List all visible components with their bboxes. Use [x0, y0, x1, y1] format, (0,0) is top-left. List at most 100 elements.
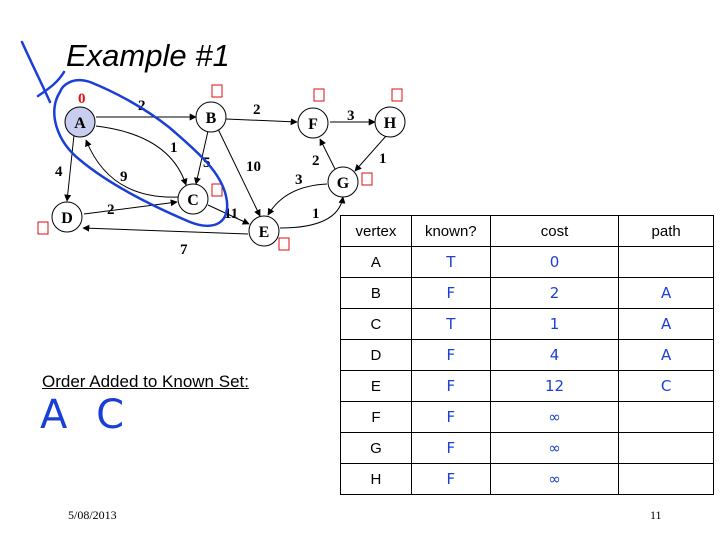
edge-a-d [64, 134, 75, 202]
edge-a-c [95, 125, 188, 186]
cost-cell: 1 [489, 308, 620, 340]
edge-weight: 3 [347, 108, 355, 124]
node-f: F [297, 107, 329, 139]
edge-g-f [319, 138, 337, 172]
placeholder-box-icon [211, 84, 223, 98]
known-cell: F [410, 277, 491, 309]
svg-text:F: F [308, 116, 318, 133]
placeholder-box-icon [211, 183, 223, 197]
placeholder-box-icon [361, 172, 373, 186]
path-cell: A [618, 277, 714, 309]
edge-e-g [279, 196, 346, 229]
vertex-cell: F [340, 401, 412, 433]
table-row: G F ∞ [340, 432, 714, 464]
table-row: E F 12 C [340, 370, 714, 402]
known-cell: F [410, 401, 491, 433]
cost-cell: 12 [489, 370, 620, 402]
edge-g-e [267, 183, 328, 216]
node-d: D [51, 201, 83, 233]
cost-cell: ∞ [489, 463, 620, 495]
path-cell [618, 432, 714, 464]
path-cell: C [618, 370, 714, 402]
node-c: C [177, 183, 209, 215]
path-cell [618, 463, 714, 495]
node-g: G [327, 166, 359, 198]
table-row: D F 4 A [340, 339, 714, 371]
dijkstra-table: vertex known? cost path A T 0 B F 2 A C … [340, 215, 714, 495]
order-handwritten: A C [40, 392, 133, 438]
table-row: A T 0 [340, 246, 714, 278]
placeholder-box-icon [391, 88, 403, 102]
path-cell: A [618, 339, 714, 371]
edge-e-d [82, 224, 249, 235]
edge-b-e [217, 128, 261, 217]
vertex-cell: E [340, 370, 412, 402]
node-h: H [374, 106, 406, 138]
vertex-cell: D [340, 339, 412, 371]
vertex-cell: H [340, 463, 412, 495]
edge-h-g [354, 135, 387, 172]
cost-cell: 4 [489, 339, 620, 371]
table-header: cost [489, 215, 620, 247]
known-cell: F [410, 370, 491, 402]
edge-c-e [207, 204, 250, 225]
known-cell: F [410, 339, 491, 371]
table-row: F F ∞ [340, 401, 714, 433]
svg-text:B: B [206, 110, 217, 127]
known-cell: F [410, 432, 491, 464]
svg-text:G: G [337, 175, 350, 192]
svg-text:H: H [384, 115, 397, 132]
table-header: known? [410, 215, 491, 247]
svg-text:D: D [61, 210, 73, 227]
edge-c-a [85, 139, 180, 198]
table-header-row: vertex known? cost path [340, 215, 714, 247]
start-cost-label: 0 [78, 91, 86, 107]
path-cell: A [618, 308, 714, 340]
handwritten-check-mark [20, 40, 66, 104]
edge-weight: 1 [170, 140, 178, 156]
cost-cell: 0 [489, 246, 620, 278]
edge-weight: 2 [107, 202, 115, 218]
svg-text:E: E [259, 224, 270, 241]
svg-text:C: C [187, 192, 199, 209]
known-cell: T [410, 246, 491, 278]
edge-weight: 1 [312, 206, 320, 222]
cost-cell: ∞ [489, 401, 620, 433]
edge-weight: 1 [379, 151, 387, 167]
known-cell: F [410, 463, 491, 495]
placeholder-box-icon [37, 221, 49, 235]
table-row: H F ∞ [340, 463, 714, 495]
placeholder-box-icon [278, 237, 290, 251]
path-cell [618, 401, 714, 433]
page-number: 11 [650, 508, 662, 522]
edge-weight: 7 [180, 242, 188, 258]
edge-weight: 10 [246, 159, 261, 175]
edge-weight: 2 [312, 153, 320, 169]
edge-d-c [83, 199, 178, 215]
table-row: B F 2 A [340, 277, 714, 309]
path-cell [618, 246, 714, 278]
handwritten-loop [53, 78, 229, 227]
edge-weight: 4 [55, 164, 63, 180]
edge-weight: 9 [120, 169, 128, 185]
table-header: vertex [340, 215, 412, 247]
known-cell: T [410, 308, 491, 340]
order-added-label: Order Added to Known Set: [42, 372, 249, 391]
edge-weight: 2 [253, 102, 261, 118]
vertex-cell: G [340, 432, 412, 464]
edge-b-f [225, 118, 298, 126]
node-a: A [64, 106, 96, 138]
placeholder-box-icon [313, 88, 325, 102]
node-e: E [248, 215, 280, 247]
edge-weight: 2 [138, 98, 146, 114]
table-header: path [618, 215, 714, 247]
slide-title: Example #1 [66, 38, 230, 73]
table-row: C T 1 A [340, 308, 714, 340]
cost-cell: 2 [489, 277, 620, 309]
vertex-cell: B [340, 277, 412, 309]
edge-weight: 3 [295, 172, 303, 188]
cost-cell: ∞ [489, 432, 620, 464]
svg-text:A: A [74, 115, 86, 132]
node-b: B [195, 101, 227, 133]
